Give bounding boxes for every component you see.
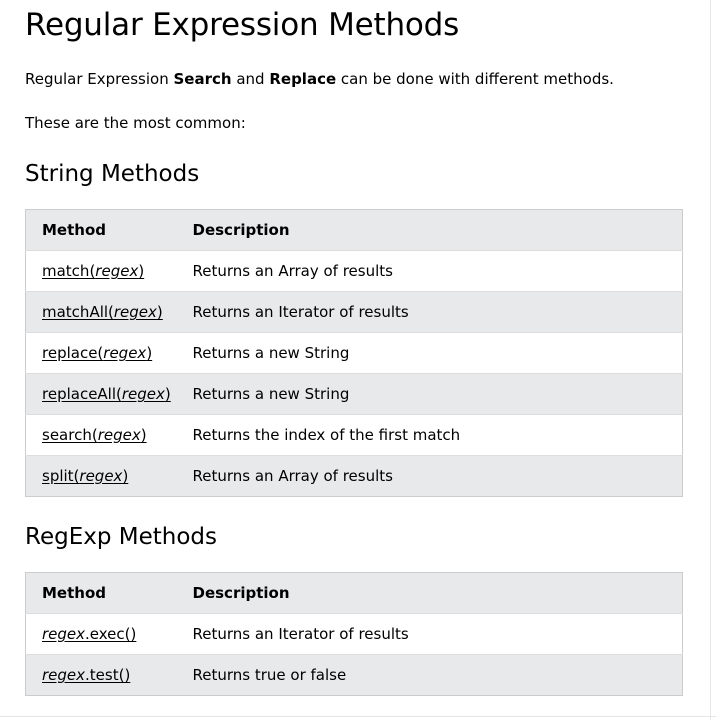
method-object: regex: [42, 625, 86, 643]
regexp-methods-heading: RegExp Methods: [25, 524, 217, 550]
table-row: regex.test() Returns true or false: [25, 654, 683, 696]
method-name: matchAll(: [42, 303, 114, 321]
intro-paragraph: Regular Expression Search and Replace ca…: [25, 68, 682, 90]
method-link-test[interactable]: regex.test(): [42, 666, 130, 684]
method-cell: replaceAll(regex): [25, 373, 177, 415]
table-row: split(regex) Returns an Array of results: [25, 455, 683, 497]
string-methods-table: Method Description match(regex) Returns …: [25, 209, 683, 497]
method-name: search(: [42, 426, 98, 444]
table-row: search(regex) Returns the index of the f…: [25, 414, 683, 456]
method-close: ): [122, 467, 129, 485]
table-row: replaceAll(regex) Returns a new String: [25, 373, 683, 415]
description-cell: Returns the index of the first match: [176, 414, 683, 456]
table-row: regex.exec() Returns an Iterator of resu…: [25, 613, 683, 655]
method-arg: regex: [121, 385, 165, 403]
intro-paragraph-2: These are the most common:: [25, 114, 246, 132]
column-header-description: Description: [176, 209, 683, 251]
description-cell: Returns true or false: [176, 654, 683, 696]
method-arg: regex: [95, 262, 139, 280]
table-row: match(regex) Returns an Array of results: [25, 250, 683, 292]
method-close: ): [156, 303, 163, 321]
table-row: replace(regex) Returns a new String: [25, 332, 683, 374]
method-arg: regex: [103, 344, 147, 362]
intro-text-before: Regular Expression: [25, 70, 174, 88]
method-link-split[interactable]: split(regex): [42, 467, 128, 485]
intro-text-after: can be done with different methods.: [336, 70, 614, 88]
main-content: Regular Expression Methods Regular Expre…: [25, 0, 683, 696]
description-cell: Returns an Array of results: [176, 455, 683, 497]
method-name: replaceAll(: [42, 385, 122, 403]
bottom-divider: [0, 716, 716, 717]
method-cell: match(regex): [25, 250, 177, 292]
column-header-method: Method: [25, 209, 177, 251]
method-link-search[interactable]: search(regex): [42, 426, 147, 444]
method-name: .test(): [85, 666, 131, 684]
right-divider: [710, 0, 711, 720]
table-header-row: Method Description: [25, 209, 683, 251]
method-cell: regex.exec(): [25, 613, 177, 655]
method-link-matchall[interactable]: matchAll(regex): [42, 303, 163, 321]
string-methods-heading: String Methods: [25, 161, 200, 187]
method-cell: search(regex): [25, 414, 177, 456]
method-arg: regex: [97, 426, 141, 444]
intro-bold-search: Search: [173, 70, 232, 88]
method-name: match(: [42, 262, 96, 280]
method-arg: regex: [79, 467, 123, 485]
column-header-method: Method: [25, 572, 177, 614]
method-close: ): [164, 385, 171, 403]
method-name: .exec(): [85, 625, 137, 643]
method-close: ): [138, 262, 145, 280]
description-cell: Returns an Iterator of results: [176, 613, 683, 655]
method-link-replaceall[interactable]: replaceAll(regex): [42, 385, 171, 403]
table-header-row: Method Description: [25, 572, 683, 614]
description-cell: Returns an Iterator of results: [176, 291, 683, 333]
table-row: matchAll(regex) Returns an Iterator of r…: [25, 291, 683, 333]
description-cell: Returns a new String: [176, 332, 683, 374]
intro-text-middle: and: [231, 70, 270, 88]
method-name: split(: [42, 467, 80, 485]
method-arg: regex: [113, 303, 157, 321]
page-title: Regular Expression Methods: [25, 7, 460, 43]
method-cell: split(regex): [25, 455, 177, 497]
method-close: ): [146, 344, 153, 362]
method-link-exec[interactable]: regex.exec(): [42, 625, 136, 643]
method-link-match[interactable]: match(regex): [42, 262, 144, 280]
method-object: regex: [42, 666, 86, 684]
regexp-methods-table: Method Description regex.exec() Returns …: [25, 572, 683, 696]
column-header-description: Description: [176, 572, 683, 614]
intro-bold-replace: Replace: [269, 70, 337, 88]
method-cell: matchAll(regex): [25, 291, 177, 333]
method-cell: regex.test(): [25, 654, 177, 696]
method-cell: replace(regex): [25, 332, 177, 374]
method-link-replace[interactable]: replace(regex): [42, 344, 152, 362]
method-close: ): [140, 426, 147, 444]
description-cell: Returns a new String: [176, 373, 683, 415]
method-name: replace(: [42, 344, 104, 362]
description-cell: Returns an Array of results: [176, 250, 683, 292]
